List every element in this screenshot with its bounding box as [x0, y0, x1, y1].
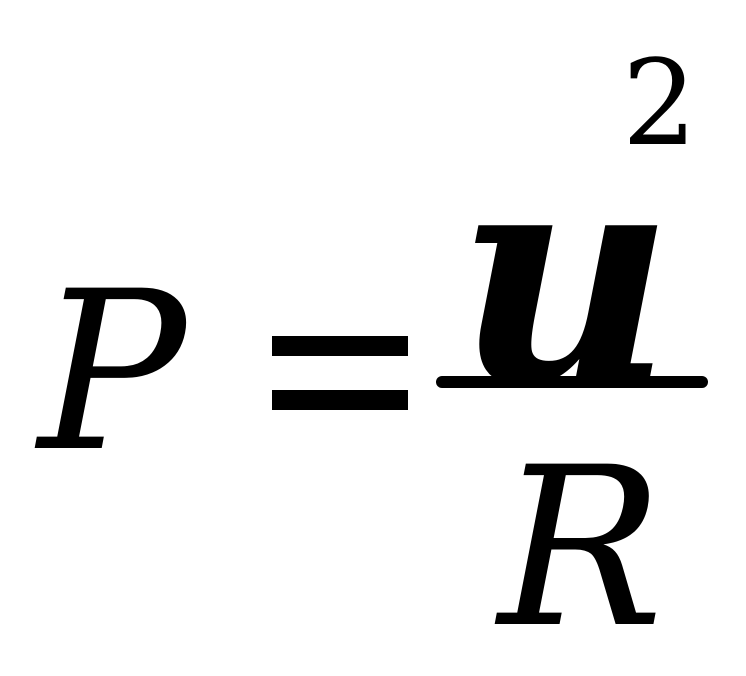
power-variable: P — [38, 244, 187, 500]
resistance-variable: R — [498, 420, 664, 676]
equals-top-bar — [272, 336, 408, 356]
fraction-bar — [436, 376, 708, 388]
exponent: 2 — [622, 34, 698, 172]
voltage-variable: u — [456, 99, 675, 452]
equals-bottom-bar — [272, 390, 408, 410]
